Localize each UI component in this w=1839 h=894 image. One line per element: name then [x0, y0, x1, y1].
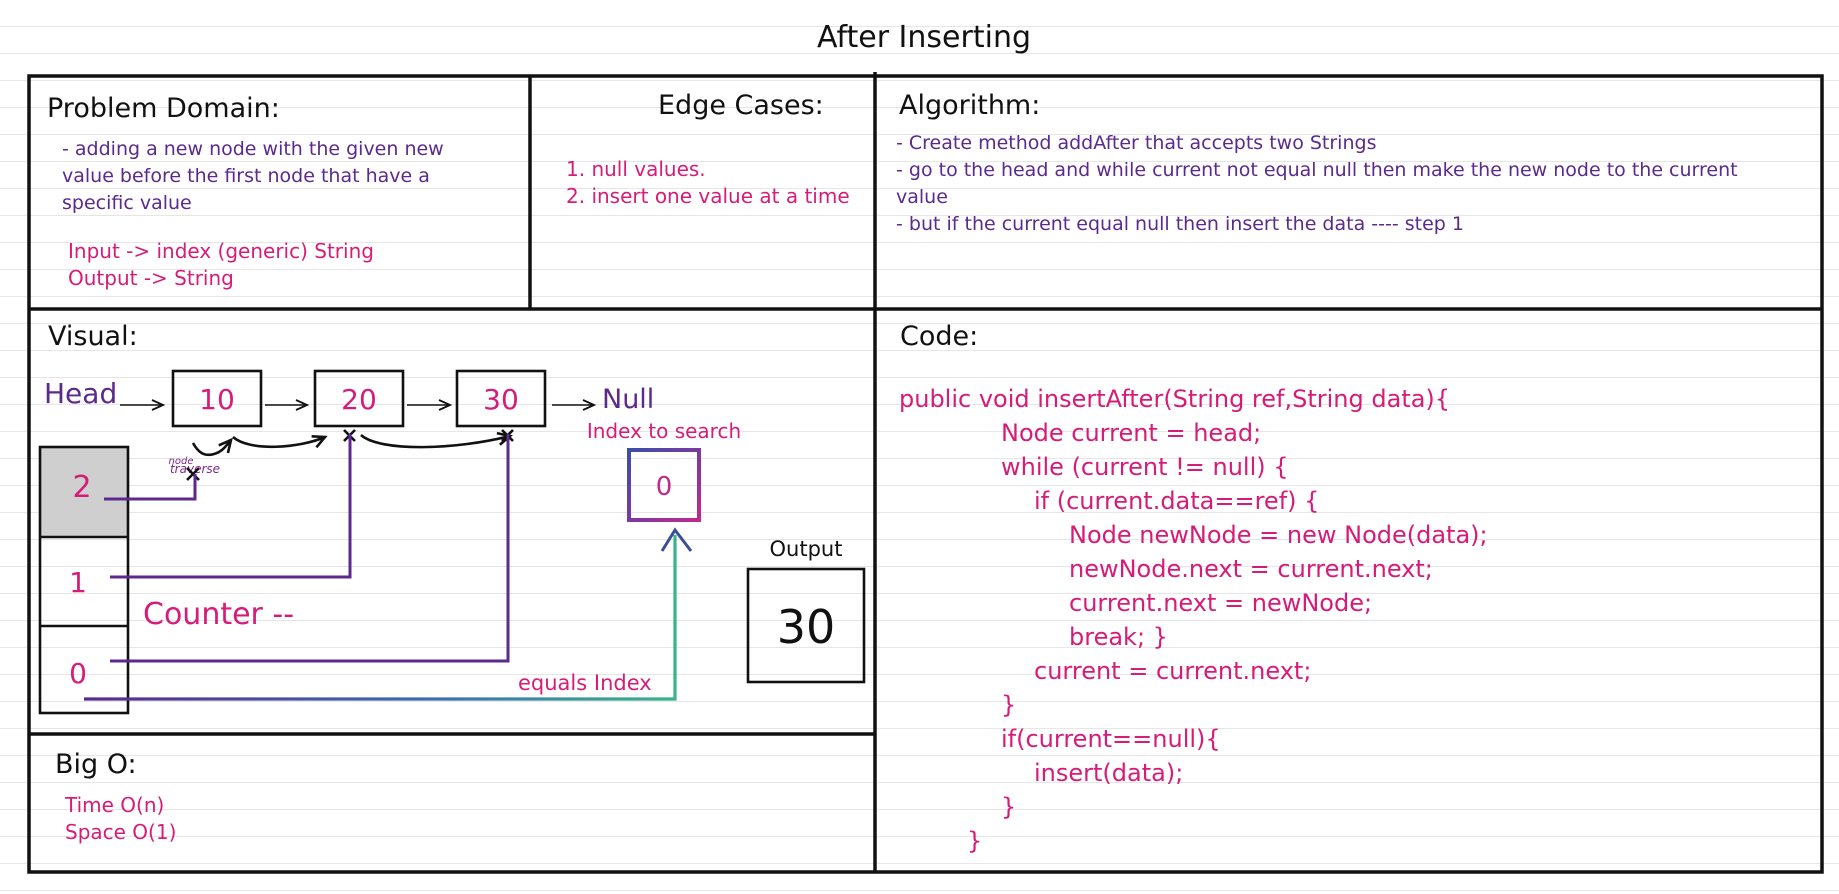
- equals-index-line: [84, 535, 677, 701]
- code-line: current = current.next;: [1034, 657, 1311, 685]
- time-complexity: Time O(n): [64, 793, 164, 817]
- code-line: public void insertAfter(String ref,Strin…: [899, 385, 1450, 413]
- list-node-box: [455, 369, 547, 428]
- traverse-arrow: [360, 435, 510, 449]
- stack-to-node-line: [110, 434, 510, 663]
- algorithm-step: value: [896, 186, 948, 208]
- space-complexity: Space O(1): [65, 820, 176, 844]
- index-box: [627, 448, 701, 522]
- code-line: break; }: [1069, 623, 1168, 651]
- output-spec: Output -> String: [68, 266, 234, 290]
- big-o-heading: Big O:: [55, 749, 137, 780]
- traverse-label: traverse: [170, 462, 220, 476]
- traverse-arrow: [232, 437, 325, 447]
- output-box: [746, 567, 866, 684]
- problem-domain-line: value before the first node that have a: [62, 165, 430, 187]
- list-node-box: [313, 369, 405, 428]
- stack-value: 2: [72, 470, 91, 505]
- stack-value: 0: [69, 657, 87, 690]
- problem-domain-line: specific value: [62, 192, 192, 214]
- code-line: insert(data);: [1034, 759, 1183, 787]
- list-node-value: 30: [483, 383, 519, 416]
- output-value: 30: [777, 600, 836, 654]
- code-line: current.next = newNode;: [1069, 589, 1372, 617]
- problem-domain-line: - adding a new node with the given new: [62, 138, 444, 160]
- code-line: newNode.next = current.next;: [1069, 555, 1433, 583]
- output-label: Output: [770, 537, 843, 561]
- code-panel: Code: public void insertAfter(String ref…: [899, 321, 1488, 855]
- page-title: After Inserting: [817, 20, 1031, 55]
- big-o-panel: Big O: Time O(n) Space O(1): [55, 749, 176, 844]
- null-label: Null: [602, 384, 654, 415]
- edge-case-item: 1. null values.: [566, 157, 706, 181]
- board-frame: [27, 72, 1824, 874]
- equals-index-label: equals Index: [518, 671, 652, 695]
- edge-cases-panel: Edge Cases: 1. null values. 2. insert on…: [566, 90, 850, 208]
- algorithm-step: - but if the current equal null then ins…: [896, 213, 1464, 235]
- edge-cases-heading: Edge Cases:: [658, 90, 824, 121]
- code-line: }: [967, 827, 982, 855]
- code-line: }: [1001, 691, 1016, 719]
- counter-label: Counter --: [143, 597, 294, 632]
- algorithm-step: - go to the head and while current not e…: [896, 159, 1738, 181]
- head-label: Head: [44, 377, 117, 410]
- stack-to-node-line: [110, 434, 352, 579]
- traverse-arrow: [191, 440, 231, 457]
- list-node-value: 20: [341, 383, 377, 416]
- stack-cell-highlight: [40, 447, 128, 537]
- stack-value: 1: [69, 566, 87, 599]
- algorithm-step: - Create method addAfter that accepts tw…: [896, 132, 1376, 154]
- traverse-label: node: [169, 456, 194, 467]
- counter-stack: [38, 445, 130, 715]
- code-line: if (current.data==ref) {: [1034, 487, 1319, 515]
- list-node-value: 10: [199, 383, 235, 416]
- visited-x-mark: [186, 467, 200, 481]
- input-spec: Input -> index (generic) String: [68, 239, 374, 263]
- code-line: while (current != null) {: [1001, 453, 1289, 481]
- problem-domain-panel: Problem Domain: - adding a new node with…: [47, 93, 444, 290]
- index-to-search-label: Index to search: [587, 419, 741, 443]
- code-line: }: [1001, 793, 1016, 821]
- algorithm-panel: Algorithm: - Create method addAfter that…: [896, 90, 1738, 235]
- code-line: Node newNode = new Node(data);: [1069, 521, 1488, 549]
- visual-panel: Visual: Head 10 20 30 Null traverse node…: [38, 321, 866, 715]
- edge-case-item: 2. insert one value at a time: [566, 184, 850, 208]
- stack-to-node-line: [104, 474, 197, 501]
- visual-heading: Visual:: [48, 321, 138, 352]
- list-node-box: [171, 369, 263, 428]
- problem-domain-heading: Problem Domain:: [47, 93, 280, 124]
- equals-index-arrowhead: [660, 527, 693, 552]
- code-heading: Code:: [900, 321, 978, 352]
- code-line: if(current==null){: [1001, 725, 1221, 753]
- algorithm-heading: Algorithm:: [899, 90, 1040, 121]
- index-value: 0: [656, 472, 673, 502]
- code-line: Node current = head;: [1001, 419, 1261, 447]
